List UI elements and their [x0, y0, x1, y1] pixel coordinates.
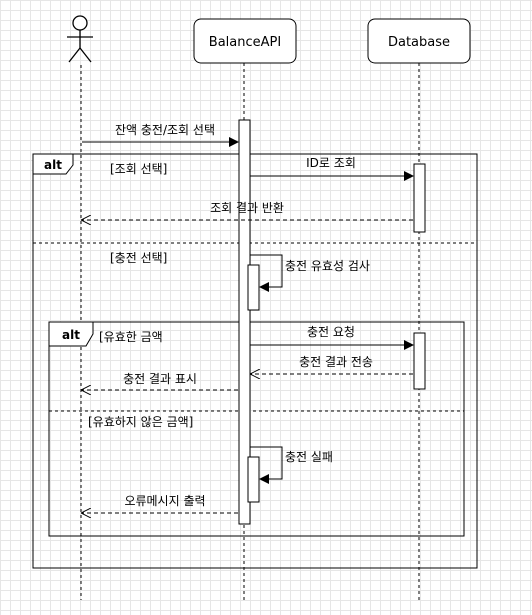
participant-label: BalanceAPI — [209, 35, 281, 50]
inner-alt-frame — [48, 321, 465, 537]
api-activation-bar-fail — [247, 456, 260, 503]
outer-alt-tab — [32, 153, 74, 175]
message-label: 충전 실패 — [285, 450, 333, 464]
db-activation-bar-charge — [413, 332, 426, 390]
message-query-by-id: ID로 조회 — [250, 156, 414, 181]
message-label: 잔액 충전/조회 선택 — [115, 123, 215, 137]
message-label: 조회 결과 반환 — [210, 201, 284, 215]
guard-valid: [유효한 금액 — [99, 330, 163, 344]
api-activation-bar — [238, 119, 251, 525]
db-activation-bar-query — [413, 163, 426, 233]
guard-charge: [충전 선택] — [110, 251, 167, 265]
guard-invalid: [유효하지 않은 금액] — [88, 415, 193, 429]
guard-view: [조회 선택] — [110, 162, 167, 176]
message-return-result: 조회 결과 반환 — [82, 201, 413, 220]
participant-balanceapi[interactable]: BalanceAPI — [193, 18, 297, 64]
message-label: ID로 조회 — [306, 156, 356, 170]
message-show-result: 충전 결과 표시 — [82, 372, 238, 390]
message-label: 오류메시지 출력 — [124, 494, 205, 508]
message-label: 충전 요청 — [307, 325, 355, 339]
outer-alt-frame — [32, 153, 478, 569]
api-activation-bar-validate — [247, 264, 260, 311]
message-charge-fail: 충전 실패 — [250, 446, 333, 484]
message-send-result: 충전 결과 전송 — [251, 355, 413, 374]
message-charge-request: 충전 요청 — [250, 325, 414, 350]
message-label: 충전 유효성 검사 — [285, 259, 370, 273]
message-label: 충전 결과 표시 — [123, 372, 197, 386]
outer-alt-label: alt — [44, 158, 62, 172]
participant-database[interactable]: Database — [367, 18, 471, 64]
inner-alt-label: alt — [62, 328, 80, 342]
inner-alt-tab — [48, 321, 94, 347]
message-label: 충전 결과 전송 — [299, 355, 373, 369]
message-select: 잔액 충전/조회 선택 — [82, 123, 239, 147]
message-validate: 충전 유효성 검사 — [250, 254, 370, 292]
actor-icon — [67, 15, 93, 63]
message-print-error: 오류메시지 출력 — [82, 494, 238, 513]
participant-label: Database — [388, 35, 450, 50]
